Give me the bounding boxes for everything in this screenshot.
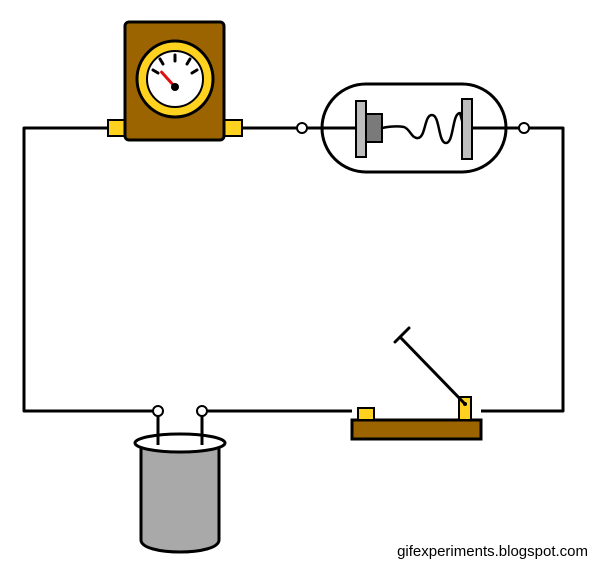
switch-left-contact: [357, 407, 375, 421]
beaker-body: [139, 443, 221, 554]
beaker-left-terminal: [152, 405, 164, 417]
switch-base: [350, 418, 483, 441]
tube-right-terminal: [518, 122, 530, 134]
beaker-right-terminal: [196, 405, 208, 417]
tube-left-electrode: [355, 100, 367, 158]
tube-left-terminal: [296, 122, 308, 134]
galvanometer-right-terminal: [223, 119, 243, 137]
galvanometer: [107, 20, 243, 142]
vacuum-tube: [296, 82, 530, 174]
switch-handle: [393, 326, 411, 344]
galvanometer-scale-ticks: [151, 53, 199, 75]
tube-filament-coil: [380, 111, 466, 145]
wire-left-top: [22, 126, 158, 413]
knife-switch: [350, 326, 483, 441]
beaker-cell: [133, 405, 227, 554]
credit-text: gifexperiments.blogspot.com: [397, 543, 588, 560]
wire-tube-to-right: [481, 126, 565, 413]
tube-right-electrode: [461, 98, 473, 160]
circuit-wires: [22, 126, 565, 440]
beaker-rim: [133, 432, 227, 454]
galvanometer-dial-face: [146, 50, 204, 108]
galvanometer-pivot: [171, 83, 179, 91]
tube-cathode-block: [365, 113, 383, 143]
switch-blade: [399, 336, 467, 406]
galvanometer-left-terminal: [107, 119, 127, 137]
